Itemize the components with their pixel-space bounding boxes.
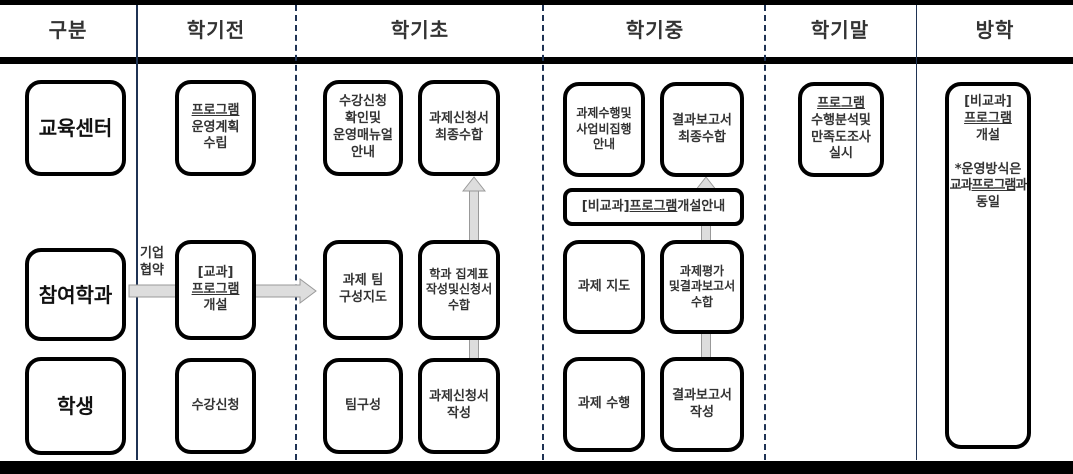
header-category: 구분 <box>48 18 88 42</box>
box-team-formation: 팀구성 <box>323 358 403 454</box>
text: [비교과] <box>581 198 630 214</box>
text: [교과] <box>197 264 234 280</box>
box-team-guidance: 과제 팀 구성지도 <box>323 240 403 340</box>
header-early-semester: 학기초 <box>390 18 450 42</box>
column-divider <box>916 5 917 460</box>
box-registration-check-manual: 수강신청 확인및 운영매뉴얼 안내 <box>323 80 403 176</box>
text: 개설 <box>203 298 228 314</box>
text: 프로그램 <box>629 198 678 214</box>
row-label-department: 참여학과 <box>25 248 126 341</box>
note-text: 동일 <box>976 195 1000 211</box>
text: 교과 <box>949 178 973 194</box>
header-end-semester: 학기말 <box>810 18 870 42</box>
box-project-execution: 과제 수행 <box>563 357 645 452</box>
box-application-write: 과제신청서 작성 <box>418 358 500 454</box>
text: 운영계획 수립 <box>191 119 240 152</box>
column-divider <box>295 5 297 460</box>
text: 프로그램 <box>971 178 1017 194</box>
box-application-final-collect: 과제신청서 최종수합 <box>418 80 500 176</box>
text: [비교과] <box>964 94 1012 109</box>
header-before-semester: 학기전 <box>186 18 246 42</box>
text: 개설안내 <box>677 198 726 214</box>
note-text: 교과프로그램과 <box>949 178 1028 194</box>
box-project-guidance: 과제 지도 <box>563 240 645 334</box>
text: 과 <box>1015 178 1027 194</box>
box-project-execution-guide: 과제수행및 사업비집행 안내 <box>563 82 645 177</box>
text: 프로그램 <box>964 110 1012 126</box>
column-divider <box>542 5 544 460</box>
text: 프로그램 <box>191 281 240 297</box>
text: 개설 <box>976 127 1000 143</box>
note-text: *운영방식은 <box>954 161 1022 177</box>
text: 프로그램 <box>191 102 240 118</box>
box-noncurricular-notice: [비교과]프로그램개설안내 <box>563 188 744 226</box>
header-mid-semester: 학기중 <box>625 18 685 42</box>
row-label-education-center: 교육센터 <box>25 80 126 176</box>
text: 수행분석및 만족도조사 실시 <box>811 112 871 162</box>
top-border <box>0 0 1073 5</box>
column-divider <box>764 5 766 460</box>
header-vacation: 방학 <box>975 18 1015 42</box>
box-report-final-collect: 결과보고서 최종수합 <box>660 82 744 177</box>
box-evaluation-report-collect: 과제평가 및결과보고서 수합 <box>660 240 744 334</box>
arrow-label-corporate-agreement: 기업 협약 <box>140 246 164 278</box>
box-report-write: 결과보고서 작성 <box>660 357 744 452</box>
box-dept-summary-collect: 학과 집계표 작성및신청서 수합 <box>418 240 500 340</box>
box-course-registration: 수강신청 <box>175 358 256 454</box>
header-divider <box>0 57 1073 64</box>
column-divider <box>136 5 138 460</box>
bottom-border <box>0 461 1073 474</box>
text: 프로그램 <box>817 95 865 111</box>
up-arrowhead <box>462 176 486 192</box>
row-label-student: 학생 <box>25 357 126 455</box>
